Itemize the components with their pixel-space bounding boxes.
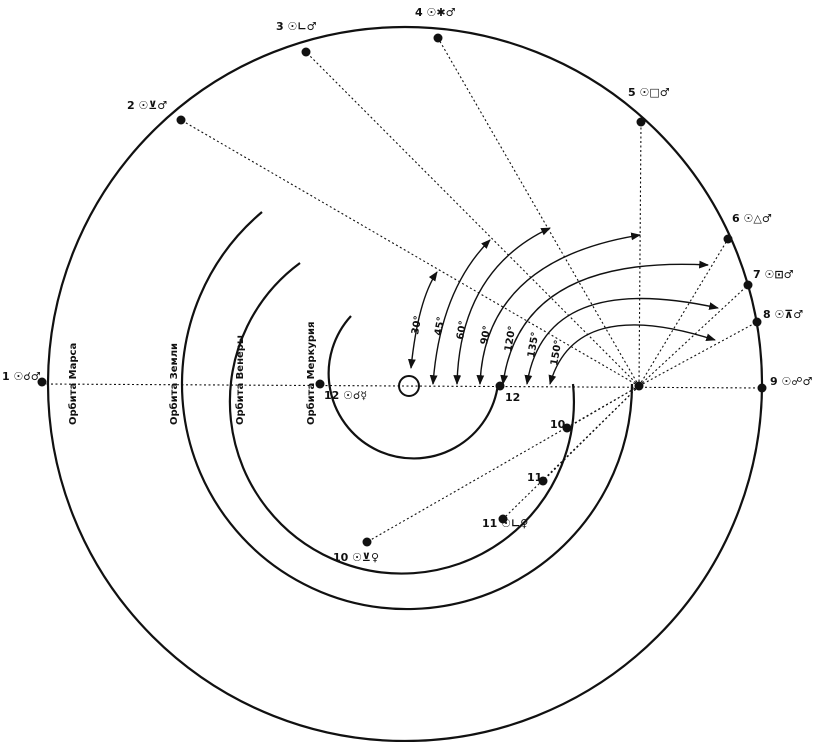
angle-label: 60°: [455, 320, 469, 341]
inner-point-labels: 10 ☉⊻♀ 11 ☉∟♀ 10 11 12 12 ☉☌☿: [324, 389, 566, 564]
venus-point-label: 10 ☉⊻♀: [333, 551, 379, 564]
earth-point-label: 10: [550, 418, 566, 431]
angle-labels: 30° 45° 60° 90° 120° 135° 150°: [410, 315, 564, 367]
angle-label: 150°: [549, 339, 564, 366]
earth-point-label: 11: [527, 471, 542, 484]
angle-label: 120°: [503, 325, 518, 352]
mars-aspect-labels: 1 ☉☌♂ 2 ☉⊻♂ 3 ☉∟♂ 4 ☉✱♂ 5 ☉□♂ 6 ☉△♂ 7 ☉⊡…: [2, 6, 812, 388]
mars-aspect-label: 8 ☉⊼♂: [763, 308, 803, 321]
mars-aspect-label: 6 ☉△♂: [732, 212, 772, 225]
aspect-lines: [180, 37, 758, 543]
mars-aspect-label: 7 ☉⊡♂: [753, 268, 793, 281]
angle-label: 135°: [526, 331, 541, 358]
mars-aspect-label: 5 ☉□♂: [628, 86, 670, 99]
mercury-point-label: 12 ☉☌☿: [324, 389, 367, 402]
mars-aspect-label: 3 ☉∟♂: [276, 20, 316, 33]
mars-aspect-label: 4 ☉✱♂: [415, 6, 455, 19]
mercury-orbit: [327, 315, 500, 460]
angle-arcs: [408, 227, 719, 385]
orbit-labels: Орбита Марса Орбита Земли Орбита Венеры …: [67, 322, 317, 425]
venus-point-label: 11 ☉∟♀: [482, 517, 528, 530]
mars-aspect-label: 1 ☉☌♂: [2, 370, 41, 383]
angle-label: 90°: [479, 325, 493, 346]
earth-orbit: [180, 211, 634, 611]
earth-point-label: 12: [505, 391, 520, 404]
mars-aspect-label: 2 ☉⊻♂: [127, 99, 167, 112]
position-dots: [37, 33, 767, 547]
mars-aspect-label: 9 ☉☍♂: [770, 375, 812, 388]
orbit-label-mars: Орбита Марса: [67, 343, 79, 425]
orbit-label-venus: Орбита Венеры: [234, 335, 246, 425]
angle-label: 30°: [410, 315, 424, 336]
angle-label: 45°: [433, 316, 447, 337]
orbit-label-mercury: Орбита Меркурия: [305, 322, 317, 425]
orbit-label-earth: Орбита Земли: [168, 343, 180, 425]
venus-orbit: [228, 262, 575, 575]
